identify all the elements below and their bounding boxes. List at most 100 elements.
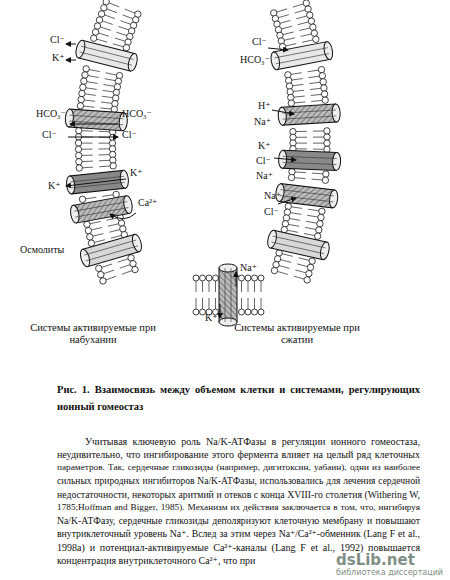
lipid-tail <box>82 149 93 150</box>
lipid-tail <box>88 76 99 78</box>
lipid-head <box>319 208 325 214</box>
lipid-tail <box>289 218 300 220</box>
body-text-line: 1785;Hoffman and Bigger, 1985). Механизм… <box>57 501 420 514</box>
ion-label: Cl⁻ <box>42 129 57 141</box>
transporter-stripe <box>283 156 337 158</box>
lipid-head <box>258 309 264 315</box>
lipid-tail <box>308 209 319 211</box>
ion-label: K⁺ <box>52 52 65 64</box>
lipid-tail <box>196 298 197 309</box>
lipid-head <box>132 266 138 272</box>
lipid-tail <box>313 130 324 131</box>
lipid-head <box>320 79 326 85</box>
lipid-head <box>84 221 90 227</box>
lipid-head <box>76 159 82 165</box>
transporter-end <box>278 107 287 125</box>
transporter-stripe <box>74 202 127 212</box>
lipid-head <box>258 275 264 281</box>
lipid-tail <box>202 281 203 292</box>
transporter-stripe <box>271 242 324 254</box>
ion-label: K⁺ <box>48 180 61 192</box>
lipid-head <box>318 214 324 220</box>
ion-arrow <box>274 158 296 160</box>
lipid-tail <box>294 276 305 279</box>
lipid-tail <box>102 264 112 267</box>
lipid-tail <box>311 100 322 102</box>
lipid-tail <box>106 73 117 75</box>
transporter-end <box>319 241 331 260</box>
transporter-protein <box>270 41 334 70</box>
lipid-tail <box>94 240 105 243</box>
lipid-head <box>78 96 84 102</box>
lipid-tail <box>281 260 292 263</box>
lipid-head <box>274 256 280 262</box>
lipid-tail <box>106 276 116 280</box>
transporter-stripe <box>75 208 128 218</box>
lipid-tail <box>100 27 110 30</box>
lipid-tail <box>105 79 116 81</box>
transporter-protein <box>79 233 144 268</box>
transporter-end <box>219 264 237 272</box>
lipid-tail <box>89 69 100 71</box>
lipid-tail <box>115 38 126 41</box>
lipid-tail <box>306 221 317 223</box>
transporter-protein <box>65 109 128 131</box>
lipid-head <box>113 191 119 197</box>
lipid-tail <box>91 228 102 230</box>
lipid-tail <box>82 167 93 169</box>
lipid-tail <box>100 108 111 109</box>
lipid-head <box>80 84 86 90</box>
transporter-end <box>332 104 341 122</box>
lipid-head <box>123 44 129 50</box>
lipid-bilayer <box>65 0 144 284</box>
ion-arrow <box>66 179 126 186</box>
lipid-tail <box>125 9 135 13</box>
ion-arrow <box>66 44 76 45</box>
lipid-tail <box>82 155 93 156</box>
lipid-head <box>324 134 330 140</box>
lipid-tail <box>102 195 113 197</box>
lipid-head <box>96 17 102 23</box>
lipid-tail <box>118 26 128 30</box>
lipid-tail <box>295 177 306 179</box>
ion-label: Cl⁻ <box>256 155 271 167</box>
transporter-stripe <box>86 246 138 261</box>
lipid-head <box>120 226 126 232</box>
transporter-stripe <box>280 190 334 196</box>
lipid-head <box>314 233 320 239</box>
lipid-bilayer <box>266 0 341 283</box>
lipid-head <box>81 78 87 84</box>
ion-label: Cl⁻ <box>252 36 267 48</box>
lipid-tail <box>99 166 110 168</box>
lipid-tail <box>107 9 117 13</box>
body-text-line: 1998a) и потенциал-активируемые Ca²⁺-кан… <box>57 541 420 554</box>
transporter-protein <box>278 104 341 126</box>
lipid-tail <box>292 84 303 85</box>
lipid-tail <box>288 224 299 226</box>
body-text-line: недостаточности, некоторых аритмий и оте… <box>57 488 420 501</box>
ion-label: H⁺ <box>258 100 271 112</box>
body-text-line: внутриклеточный уровень Na⁺. Вслед за эт… <box>57 527 420 540</box>
ion-label: K⁺ <box>130 167 143 179</box>
lipid-tail <box>111 235 122 238</box>
ion-arrow <box>68 137 118 138</box>
lipid-tail <box>299 258 310 261</box>
ion-label: Cl⁻ <box>264 206 279 218</box>
ion-arrow <box>70 124 118 125</box>
transporter-stripe <box>283 162 337 164</box>
lipid-head <box>245 275 251 281</box>
transporter-end <box>270 51 281 70</box>
lipid-tail <box>311 94 322 95</box>
lipid-tail <box>294 101 305 103</box>
panel-caption: Системы активируемые при набухании <box>28 322 158 346</box>
lipid-tail <box>196 281 197 292</box>
transporter-end <box>127 53 139 72</box>
lipid-tail <box>104 15 114 19</box>
lipid-head <box>307 264 313 270</box>
lipid-head <box>118 220 124 226</box>
transporter-body <box>279 184 335 208</box>
lipid-tail <box>313 137 324 138</box>
lipid-tail <box>292 79 303 81</box>
lipid-tail <box>301 34 312 37</box>
lipid-head <box>318 66 324 72</box>
